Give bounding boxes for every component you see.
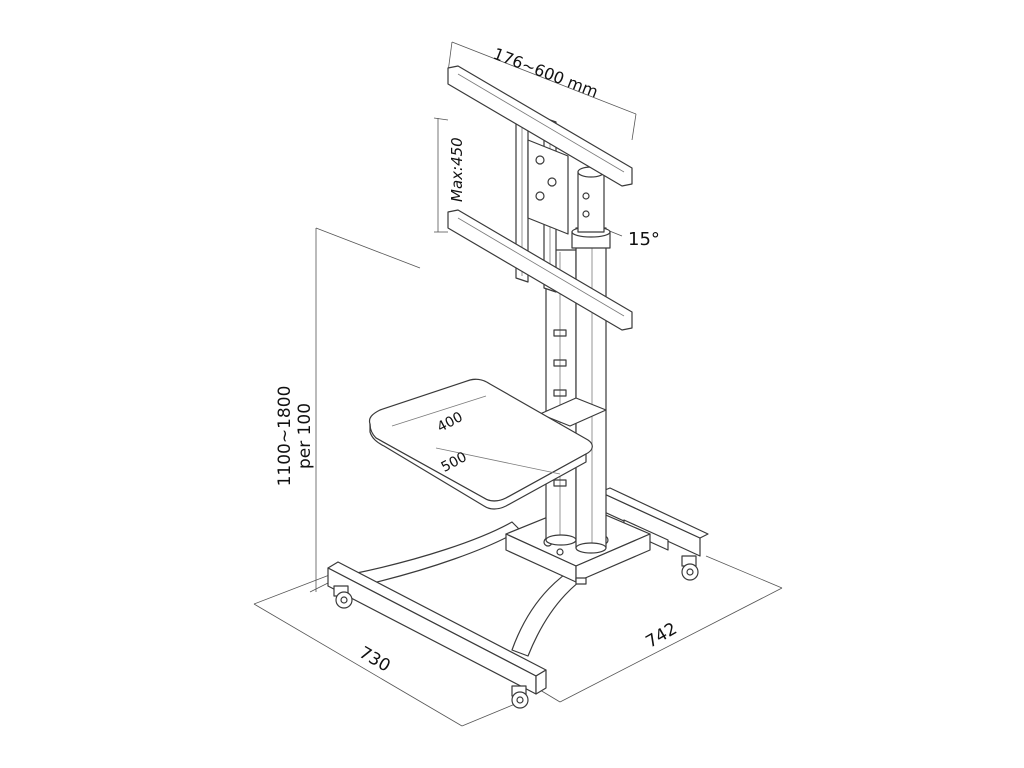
caster-front-right [511,685,529,709]
base-frame [327,487,709,695]
vesa-bracket [447,65,633,331]
height-range-label: 1100~1800 [275,386,295,487]
height-step-label: per 100 [295,403,315,469]
caster-front-left [333,585,353,609]
column [539,166,611,554]
vesa-width-label: 176~600 mm [491,44,601,101]
tilt-angle-label: 15° [628,229,660,250]
vesa-height-label: Max:450 [448,137,466,202]
dimension-lines [253,41,783,727]
shelf [368,378,593,510]
casters [333,555,699,709]
base-depth-label: 730 [355,643,393,677]
caster-rear-left [575,577,587,585]
base-width-label: 742 [642,619,680,653]
caster-rear-right [681,555,699,581]
